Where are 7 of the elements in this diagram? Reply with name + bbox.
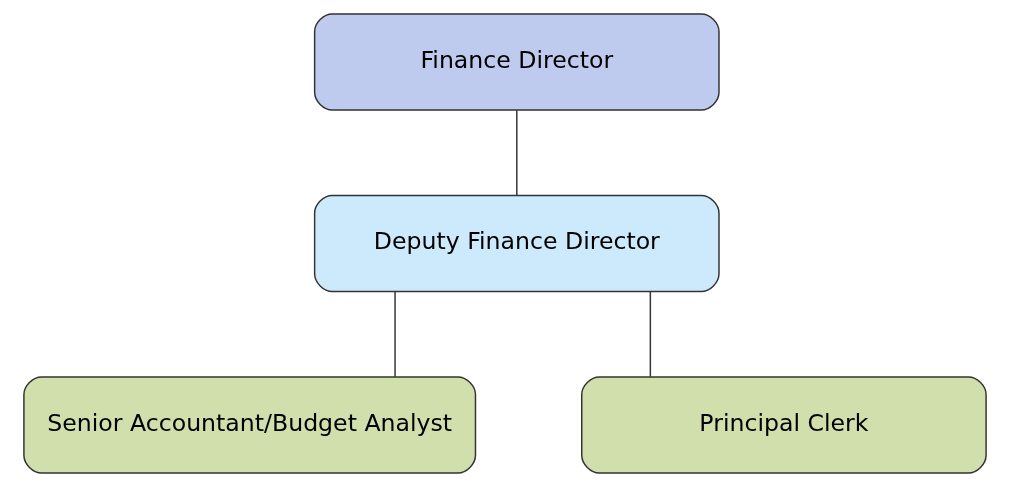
connector <box>394 290 396 378</box>
node-box: Principal Clerk <box>581 376 987 474</box>
node-box: Senior Accountant/Budget Analyst <box>23 376 477 474</box>
connector <box>649 290 652 378</box>
node-box: Finance Director <box>313 13 720 111</box>
node-box: Deputy Finance Director <box>313 194 720 293</box>
connector <box>516 109 518 196</box>
